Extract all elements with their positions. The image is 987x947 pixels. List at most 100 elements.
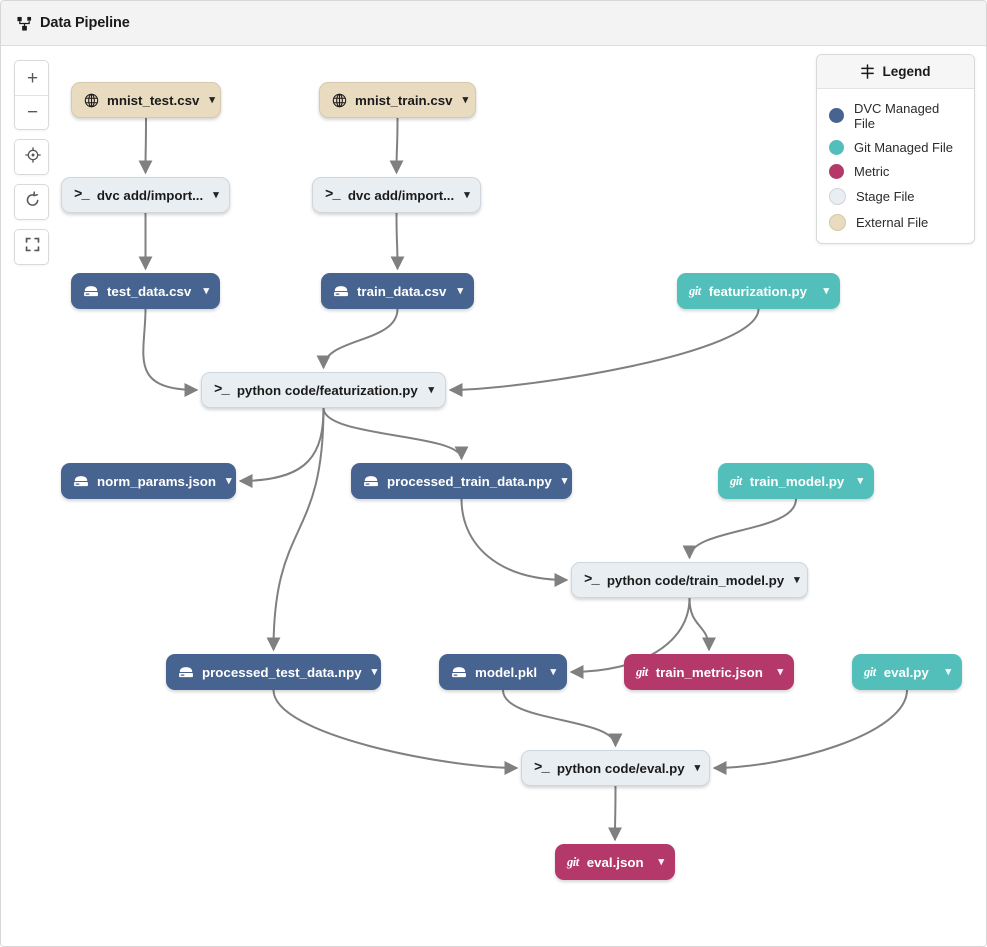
- graph-node-model_pkl[interactable]: model.pkl▾: [439, 654, 567, 690]
- node-label: mnist_test.csv: [107, 92, 200, 108]
- graph-edge: [460, 498, 569, 587]
- node-label: train_data.csv: [357, 283, 447, 299]
- reset-controls-group[interactable]: [14, 184, 49, 220]
- graph-node-mnist_test[interactable]: mnist_test.csv ▾: [71, 82, 221, 118]
- legend-color-dot: [829, 213, 846, 231]
- graph-node-stage_eval[interactable]: >_python code/eval.py▾: [521, 750, 710, 786]
- graph-node-train_metric[interactable]: git train_metric.json ▾: [624, 654, 794, 690]
- chevron-down-icon[interactable]: ▾: [694, 761, 701, 774]
- center-view-button[interactable]: [15, 140, 48, 174]
- drive-icon: [83, 285, 99, 298]
- chevron-down-icon[interactable]: ▾: [857, 474, 863, 487]
- git-icon: git: [636, 664, 648, 679]
- zoom-out-button[interactable]: −: [15, 95, 48, 129]
- graph-edge: [272, 689, 519, 775]
- legend-item-label: DVC Managed File: [854, 100, 940, 131]
- legend-color-dot: [829, 139, 844, 155]
- legend-item-label: Git Managed File: [854, 139, 953, 155]
- terminal-icon: >_: [74, 187, 90, 203]
- node-label: norm_params.json: [97, 473, 216, 489]
- graph-node-stage_train[interactable]: >_python code/train_model.py▾: [571, 562, 808, 598]
- chevron-down-icon[interactable]: ▾: [225, 474, 232, 487]
- legend-color-dot: [829, 108, 844, 123]
- legend-item-label: Metric: [854, 163, 890, 179]
- minus-icon: −: [26, 102, 39, 123]
- chevron-down-icon[interactable]: ▾: [464, 188, 470, 201]
- graph-node-stage_featurize[interactable]: >_python code/featurization.py▾: [201, 372, 446, 408]
- zoom-controls-group[interactable]: + −: [14, 60, 49, 130]
- node-label: processed_test_data.npy: [202, 664, 362, 680]
- graph-edge: [682, 498, 797, 560]
- graph-node-train_data[interactable]: train_data.csv ▾: [321, 273, 474, 309]
- reset-arrow-icon: [24, 190, 42, 214]
- git-icon: git: [689, 283, 701, 298]
- node-label: python code/featurization.py: [236, 382, 418, 398]
- graph-edge: [266, 407, 325, 652]
- graph-node-norm_params[interactable]: norm_params.json ▾: [61, 463, 236, 499]
- chevron-down-icon[interactable]: ▾: [945, 665, 951, 678]
- chevron-down-icon[interactable]: ▾: [823, 284, 829, 297]
- center-controls-group[interactable]: [14, 139, 49, 175]
- legend-item: Git Managed File: [817, 135, 974, 159]
- chevron-down-icon[interactable]: ▾: [561, 474, 568, 487]
- graph-node-processed_test[interactable]: processed_test_data.npy ▾: [166, 654, 381, 690]
- zoom-in-button[interactable]: +: [15, 61, 48, 95]
- fullscreen-button[interactable]: [15, 230, 48, 264]
- graph-edge: [142, 308, 199, 397]
- view-controls[interactable]: + −: [14, 60, 49, 265]
- graph-canvas[interactable]: + −: [1, 46, 986, 946]
- fullscreen-controls-group[interactable]: [14, 229, 49, 265]
- graph-node-dvc_add_test[interactable]: >_dvc add/import...▾: [61, 177, 230, 213]
- graph-node-test_data[interactable]: test_data.csv▾: [71, 273, 220, 309]
- terminal-icon: >_: [325, 187, 341, 203]
- node-label: train_metric.json: [655, 664, 763, 680]
- legend-item-label: Stage File: [856, 188, 915, 204]
- graph-edge: [389, 117, 404, 175]
- legend-color-dot: [829, 187, 846, 205]
- graph-node-mnist_train[interactable]: mnist_train.csv ▾: [319, 82, 476, 118]
- legend-item-label: External File: [856, 214, 929, 230]
- legend-color-dot: [829, 163, 844, 179]
- legend-title: Legend: [882, 64, 931, 79]
- chevron-down-icon[interactable]: ▾: [777, 665, 783, 678]
- drive-icon: [363, 475, 379, 488]
- drive-icon: [451, 666, 467, 679]
- node-label: python code/train_model.py: [606, 572, 785, 588]
- chevron-down-icon[interactable]: ▾: [550, 665, 556, 678]
- chevron-down-icon[interactable]: ▾: [203, 284, 209, 297]
- graph-node-dvc_add_train[interactable]: >_ dvc add/import... ▾: [312, 177, 481, 213]
- legend-item: External File: [817, 209, 974, 235]
- chevron-down-icon[interactable]: ▾: [658, 855, 664, 868]
- plus-icon: +: [26, 67, 39, 89]
- graph-edge: [316, 308, 399, 370]
- node-label: mnist_train.csv: [355, 92, 453, 108]
- window-titlebar: Data Pipeline: [1, 1, 986, 46]
- git-icon: git: [567, 854, 579, 869]
- chevron-down-icon[interactable]: ▾: [213, 188, 219, 201]
- chevron-down-icon[interactable]: ▾: [209, 93, 215, 106]
- chevron-down-icon[interactable]: ▾: [371, 665, 378, 678]
- legend-header: Legend: [817, 55, 974, 89]
- graph-node-processed_train[interactable]: processed_train_data.npy▾: [351, 463, 572, 499]
- globe-icon: [84, 93, 99, 108]
- git-icon: git: [730, 473, 742, 488]
- chevron-down-icon[interactable]: ▾: [462, 93, 469, 106]
- chevron-down-icon[interactable]: ▾: [428, 383, 434, 396]
- legend-item: Metric: [817, 159, 974, 183]
- graph-edge: [322, 407, 469, 461]
- drive-icon: [73, 475, 89, 488]
- chevron-down-icon[interactable]: ▾: [794, 573, 800, 586]
- legend-item: DVC Managed File: [817, 96, 974, 135]
- reset-view-button[interactable]: [15, 185, 48, 219]
- chevron-down-icon[interactable]: ▾: [457, 284, 463, 297]
- node-label: dvc add/import...: [347, 187, 455, 203]
- git-icon: git: [864, 664, 876, 679]
- page-title: Data Pipeline: [40, 15, 130, 31]
